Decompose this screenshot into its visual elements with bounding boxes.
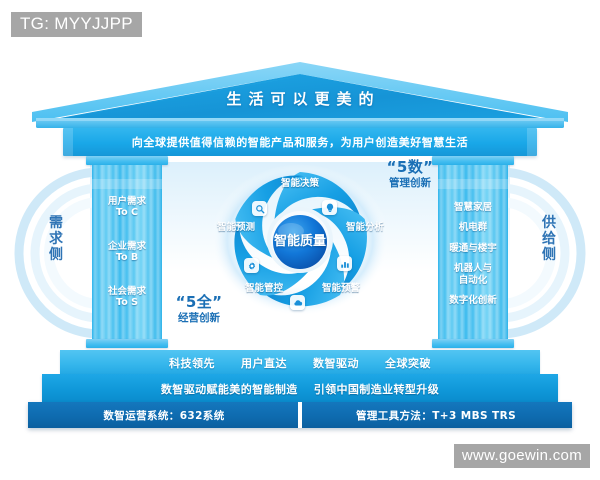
pillar-item-title: 机电群 (458, 222, 488, 233)
pillar-item-sub: To C (115, 207, 138, 218)
pillar-item-title: 用户需求 (107, 195, 146, 207)
callout-five-numbers: “5数” 管理创新 (358, 159, 462, 190)
pillar-shaft-right (438, 165, 508, 339)
pillar-item-title: 机器人与 (453, 263, 492, 274)
callout-five-complete: “5全” 经营创新 (147, 294, 251, 325)
pillar-band-left (92, 179, 162, 189)
keyword-row: 科技领先 用户直达 数智驱动 全球突破 (60, 355, 540, 371)
demand-pillar-items: 用户需求 To C 企业需求 To B 社会需求 To S (92, 165, 162, 339)
foundation-right: 管理工具方法：T+3 MBS TRS (355, 410, 517, 422)
foundation-divider (298, 402, 302, 428)
vortex-node-decision: 智能决策 (280, 178, 319, 189)
callout-title: “5全” (175, 293, 223, 311)
pillar-base-right (432, 339, 514, 348)
keyword-chip: 全球突破 (385, 357, 431, 370)
vortex-node-control: 智能管控 (244, 283, 283, 294)
keyword-chip: 用户直达 (241, 357, 287, 370)
pillar-item-title: 智慧家居 (453, 201, 492, 213)
list-item: 智慧家居 (454, 202, 492, 214)
pillar-item-sub: To B (115, 252, 139, 263)
list-item: 数字化创新 (449, 295, 497, 307)
mission-statement: 向全球提供值得信赖的智能产品和服务，为用户创造美好智慧生活 (131, 136, 469, 149)
supply-side-label: 供给侧 (542, 215, 556, 263)
pillar-item-title: 数字化创新 (449, 295, 497, 306)
list-item: 用户需求 To C (108, 196, 146, 219)
pillar-shaft-left (92, 165, 162, 339)
demand-pillar: 用户需求 To C 企业需求 To B 社会需求 To S (86, 156, 168, 348)
demand-side-label: 需求侧 (49, 215, 63, 263)
callout-subtitle: 管理创新 (389, 177, 431, 189)
list-item: 暖通与楼宇 (449, 243, 497, 255)
bar-chart-icon (337, 256, 352, 271)
vortex-node-forecast: 智能预测 (216, 222, 255, 233)
callout-title: “5数” (386, 158, 434, 176)
slogan-left: 数智驱动赋能美的智能制造 (160, 383, 298, 396)
list-item: 企业需求 To B (108, 241, 146, 264)
supply-pillar-items: 智慧家居 机电群 暖通与楼宇 机器人与 自动化 数字化创新 (438, 165, 508, 341)
gear-icon (244, 258, 259, 273)
callout-subtitle: 经营创新 (178, 312, 220, 324)
pillar-item-sub: To S (116, 297, 138, 308)
mission-band: 向全球提供值得信赖的智能产品和服务，为用户创造美好智慧生活 (63, 128, 537, 156)
base-tier-slogan: 数智驱动赋能美的智能制造 引领中国制造业转型升级 (42, 374, 558, 402)
slogan-row: 数智驱动赋能美的智能制造 引领中国制造业转型升级 (42, 381, 558, 397)
demand-side-arcs (14, 168, 100, 338)
keyword-chip: 数智驱动 (313, 357, 359, 370)
list-item: 机电群 (459, 222, 488, 234)
list-item: 机器人与 自动化 (454, 263, 492, 286)
pillar-item-sub: 自动化 (458, 274, 488, 286)
watermark-bottom: www.goewin.com (453, 444, 590, 468)
lightbulb-icon (322, 200, 337, 215)
band-cap-left (63, 128, 73, 156)
pillar-item-title: 企业需求 (107, 240, 146, 252)
cloud-icon (290, 295, 305, 310)
pillar-capital-left (86, 156, 168, 165)
watermark-top: TG: MYYJJPP (11, 12, 142, 37)
vortex-node-analysis: 智能分析 (345, 222, 384, 233)
base-tier-keywords: 科技领先 用户直达 数智驱动 全球突破 (60, 350, 540, 374)
foundation-left: 数智运营系统：632系统 (103, 410, 225, 422)
band-cap-right (527, 128, 537, 156)
pillar-band-right (438, 179, 508, 189)
pillar-base-left (86, 339, 168, 348)
core-label: 智能质量 (273, 234, 326, 249)
roof-title: 生活可以更美的 (226, 90, 381, 108)
supply-side-arcs (500, 168, 586, 338)
pillar-capital-right (432, 156, 514, 165)
pillar-item-title: 社会需求 (107, 285, 146, 297)
temple-roof: 生活可以更美的 (30, 60, 570, 130)
base-tier-foundation: 数智运营系统：632系统 管理工具方法：T+3 MBS TRS (28, 402, 572, 428)
pillar-item-title: 暖通与楼宇 (449, 242, 497, 254)
supply-pillar: 智慧家居 机电群 暖通与楼宇 机器人与 自动化 数字化创新 (432, 156, 514, 348)
slogan-right: 引领中国制造业转型升级 (313, 383, 440, 396)
keyword-chip: 科技领先 (169, 357, 215, 370)
search-icon (252, 201, 267, 216)
vortex-node-alert: 智能预警 (321, 283, 360, 294)
list-item: 社会需求 To S (108, 286, 146, 309)
